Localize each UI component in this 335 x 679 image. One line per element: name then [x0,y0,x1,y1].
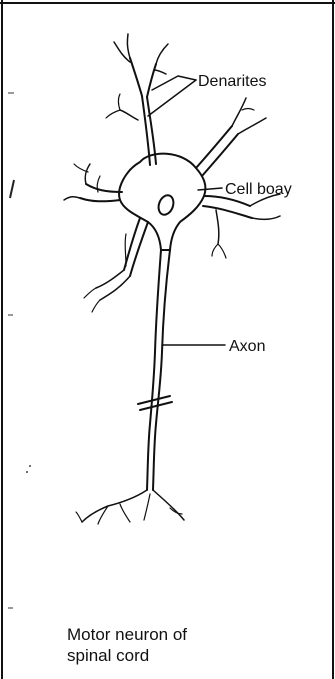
caption-line-2: spinal cord [67,645,307,666]
neuron [64,34,280,524]
caption-line-1: Motor neuron of [67,624,307,645]
label-cell-body: Cell boay [225,181,292,198]
dendrite-left [86,184,122,192]
leader-dendrites-1 [152,76,196,90]
leader-dendrites-2 [148,80,196,116]
axon-terminal [82,490,147,522]
caption: Motor neuron of spinal cord [67,624,307,666]
cell-body [119,154,205,250]
label-axon: Axon [229,338,265,355]
label-dendrites: Denarites [198,73,266,90]
